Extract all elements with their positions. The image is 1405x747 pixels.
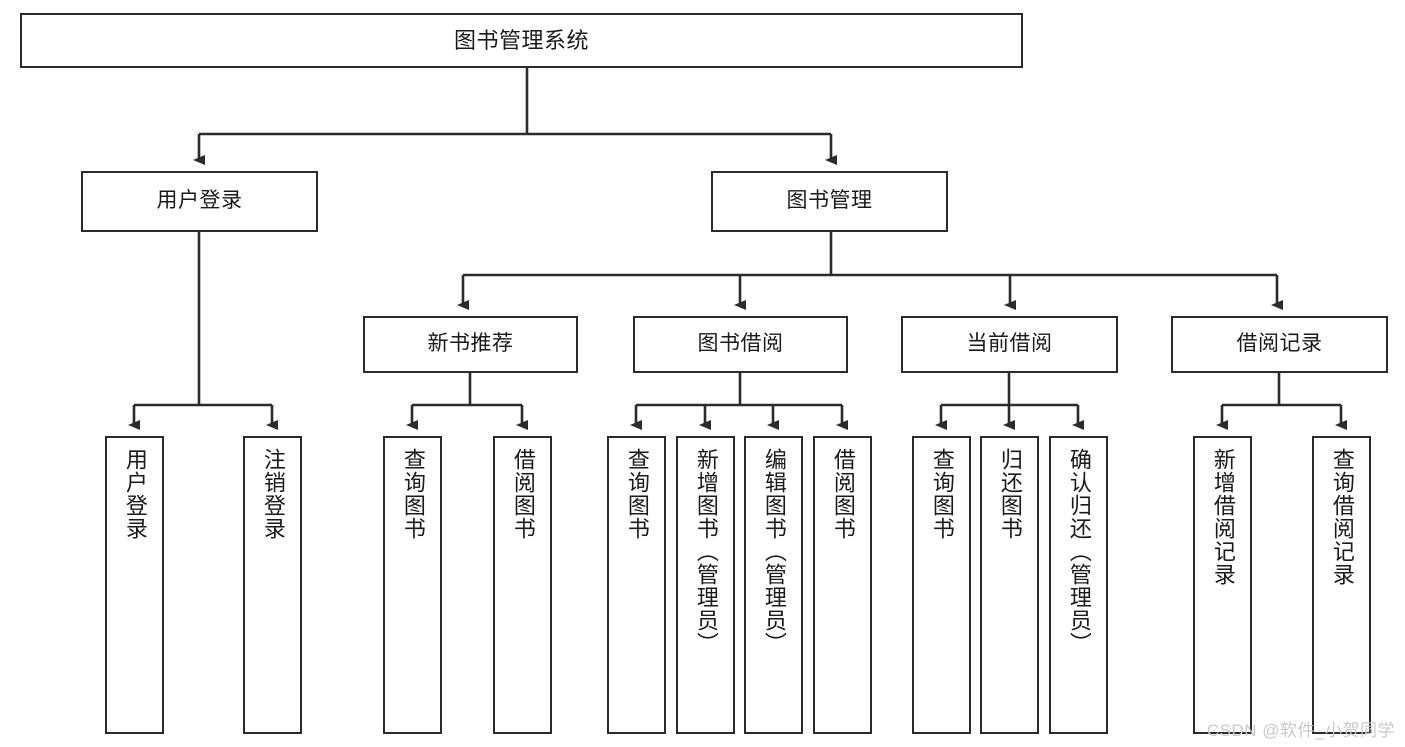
leaf-book-borrow-add[interactable]: 新增图书（管理员） xyxy=(676,436,735,734)
node-book-management[interactable]: 图书管理 xyxy=(711,171,948,232)
leaf-label: 查询图书 xyxy=(624,448,650,540)
leaf-new-book-query[interactable]: 查询图书 xyxy=(383,436,442,734)
node-user-login-label: 用户登录 xyxy=(156,189,243,213)
leaf-borrow-record-query[interactable]: 查询借阅记录 xyxy=(1312,436,1371,734)
leaf-label: 编辑图书（管理员） xyxy=(761,448,787,655)
node-book-management-label: 图书管理 xyxy=(786,189,873,213)
leaf-user-login-signout[interactable]: 注销登录 xyxy=(243,436,302,734)
leaf-label: 用户登录 xyxy=(122,448,148,540)
node-new-book-recommend[interactable]: 新书推荐 xyxy=(363,316,578,373)
leaf-user-login-signin[interactable]: 用户登录 xyxy=(105,436,164,734)
leaf-label: 确认归还（管理员） xyxy=(1066,448,1092,655)
node-book-borrow-label: 图书借阅 xyxy=(697,332,784,356)
leaf-label: 注销登录 xyxy=(260,448,286,540)
node-current-borrow-label: 当前借阅 xyxy=(966,332,1053,356)
leaf-label: 查询图书 xyxy=(400,448,426,540)
leaf-label: 新增图书（管理员） xyxy=(693,448,719,655)
node-new-book-recommend-label: 新书推荐 xyxy=(427,332,514,356)
leaf-current-borrow-query[interactable]: 查询图书 xyxy=(912,436,971,734)
leaf-current-borrow-confirm[interactable]: 确认归还（管理员） xyxy=(1049,436,1108,734)
node-borrow-record-label: 借阅记录 xyxy=(1236,332,1323,356)
node-user-login[interactable]: 用户登录 xyxy=(81,171,318,232)
leaf-new-book-borrow[interactable]: 借阅图书 xyxy=(493,436,552,734)
node-root-system[interactable]: 图书管理系统 xyxy=(20,13,1023,68)
leaf-label: 查询借阅记录 xyxy=(1329,448,1355,586)
leaf-label: 查询图书 xyxy=(929,448,955,540)
leaf-label: 归还图书 xyxy=(997,448,1023,540)
leaf-borrow-record-add[interactable]: 新增借阅记录 xyxy=(1193,436,1252,734)
leaf-book-borrow-edit[interactable]: 编辑图书（管理员） xyxy=(744,436,803,734)
leaf-book-borrow-query[interactable]: 查询图书 xyxy=(607,436,666,734)
leaf-label: 借阅图书 xyxy=(510,448,536,540)
leaf-current-borrow-return[interactable]: 归还图书 xyxy=(980,436,1039,734)
node-current-borrow[interactable]: 当前借阅 xyxy=(901,316,1118,373)
watermark: CSDN @软件_小贺同学 xyxy=(1206,721,1395,740)
node-borrow-record[interactable]: 借阅记录 xyxy=(1171,316,1388,373)
leaf-book-borrow-lend[interactable]: 借阅图书 xyxy=(813,436,872,734)
leaf-label: 新增借阅记录 xyxy=(1210,448,1236,586)
leaf-label: 借阅图书 xyxy=(830,448,856,540)
node-book-borrow[interactable]: 图书借阅 xyxy=(633,316,848,373)
node-root-label: 图书管理系统 xyxy=(453,27,589,53)
